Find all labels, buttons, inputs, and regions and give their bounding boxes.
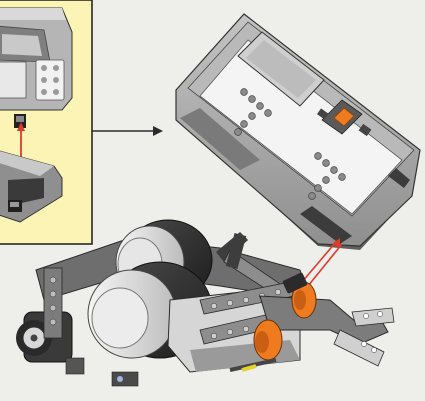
brick-holes-right [308, 152, 346, 200]
detail-inset [0, 0, 93, 245]
front-claw [229, 272, 395, 372]
robot-chassis-icon [16, 219, 395, 387]
inset-brick-bottom [0, 150, 63, 223]
sensor-cable [301, 238, 343, 287]
brick-holes-left [234, 88, 272, 136]
inset-brick-top [0, 7, 73, 128]
nxt-brick-icon [175, 13, 421, 250]
arrow-right-icon [92, 126, 163, 136]
